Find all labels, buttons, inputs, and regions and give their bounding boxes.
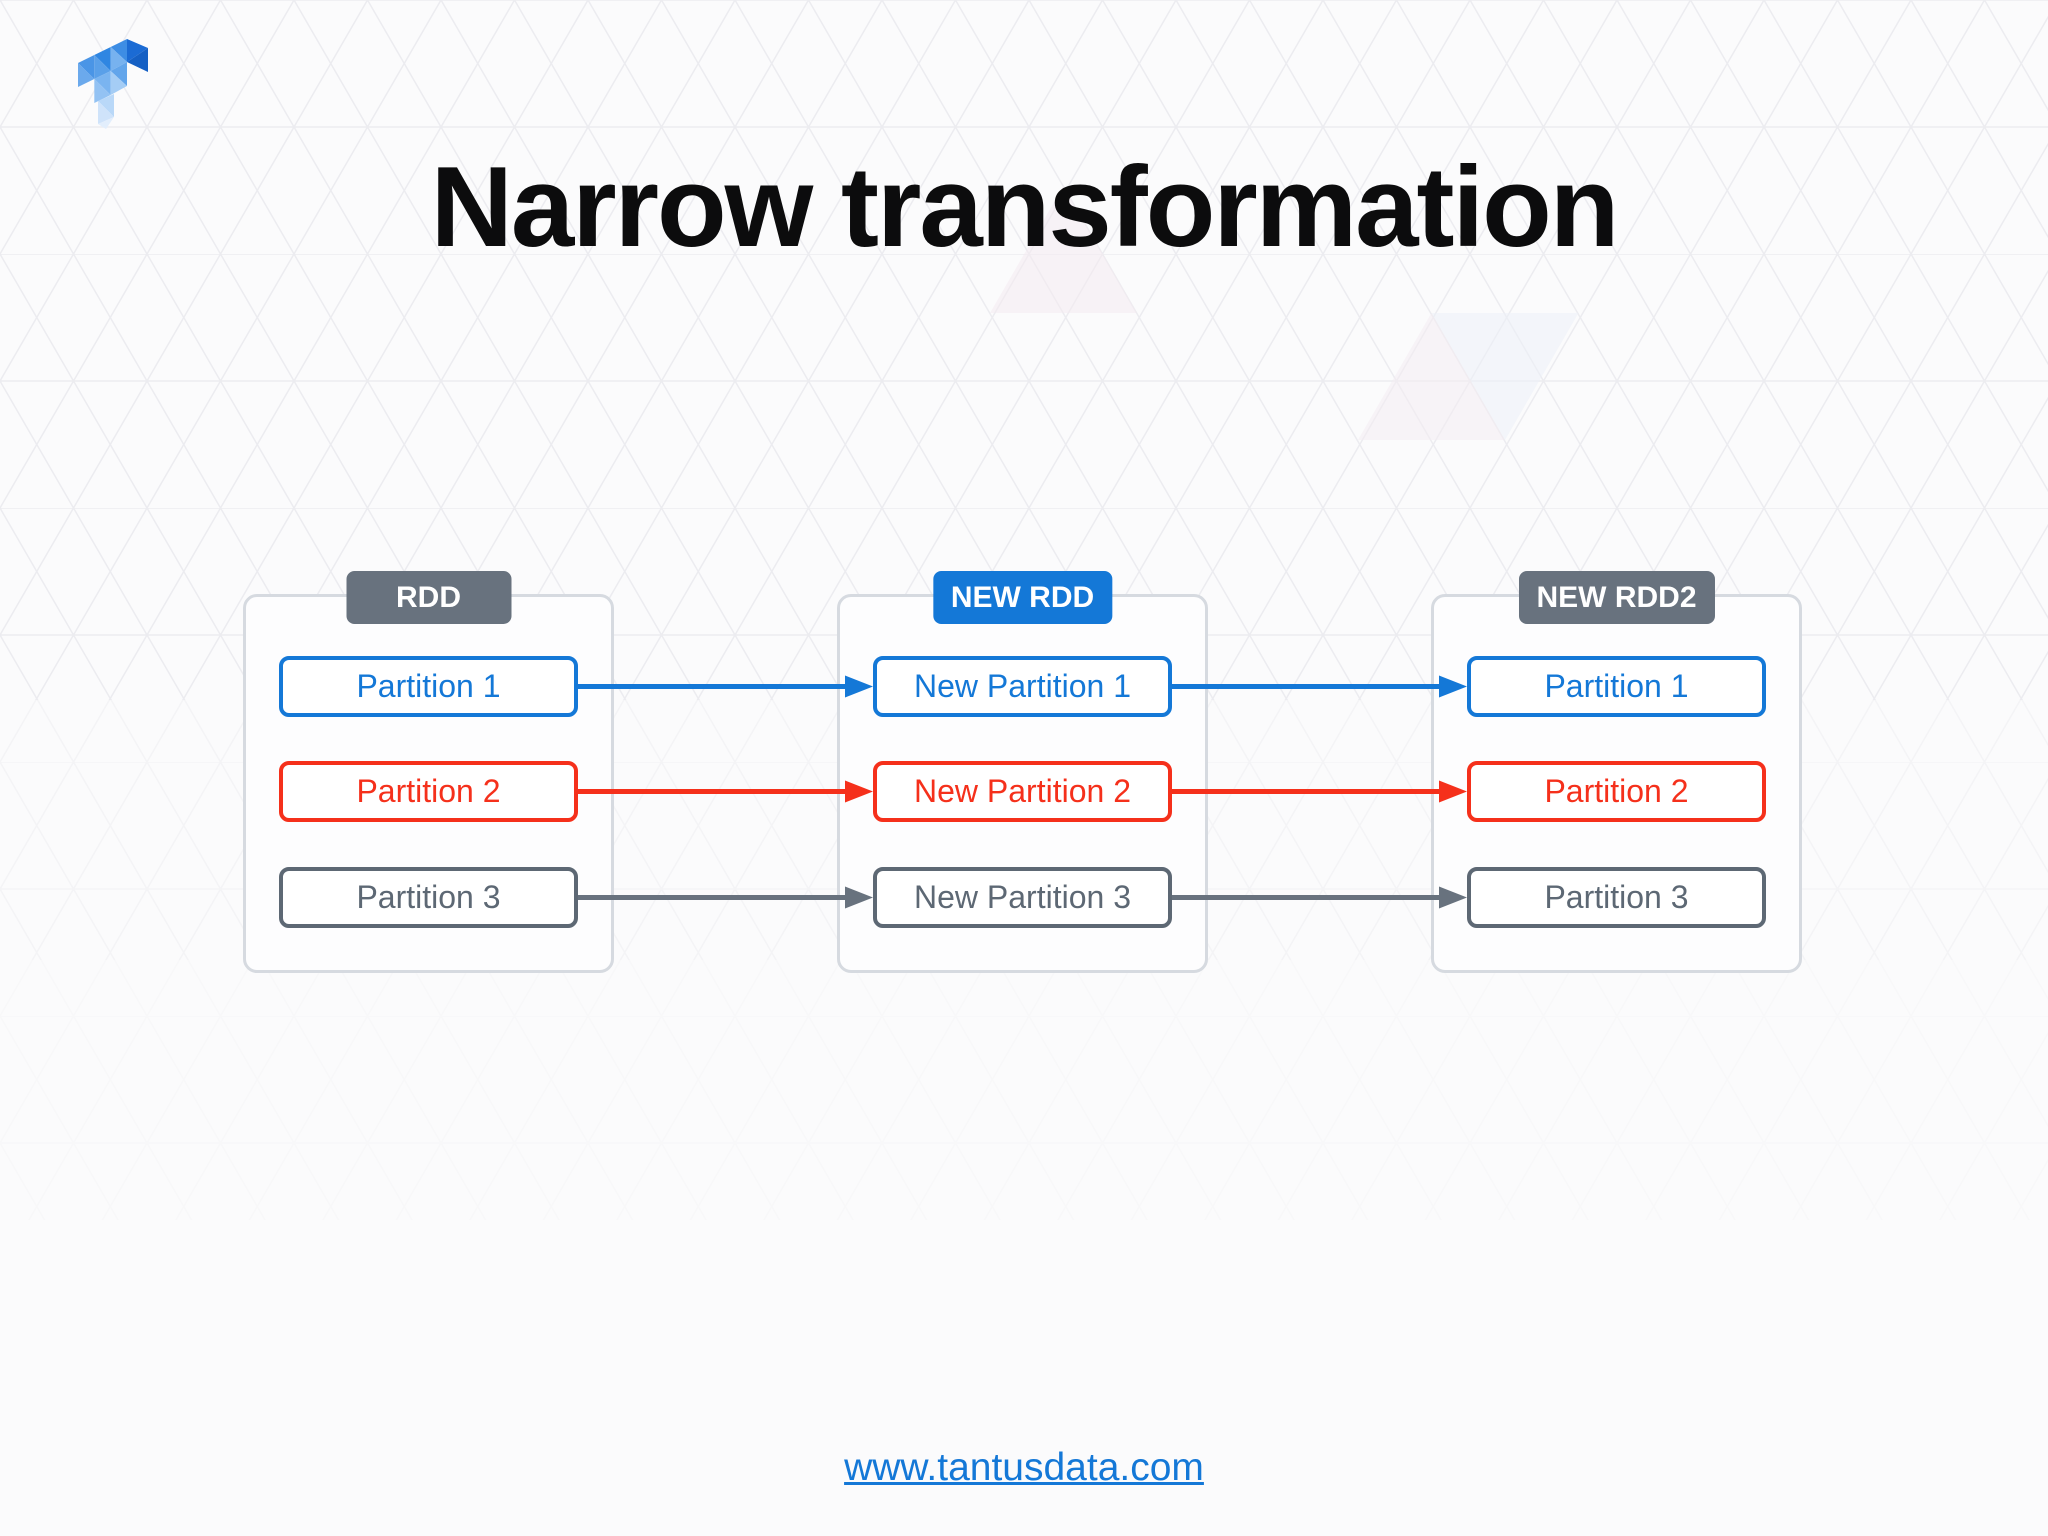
partition-box: Partition 2 bbox=[279, 761, 578, 822]
tantusdata-logo-icon bbox=[78, 39, 148, 129]
partition-box: Partition 3 bbox=[279, 867, 578, 928]
partition-box: Partition 3 bbox=[1467, 867, 1766, 928]
partition-box: Partition 1 bbox=[1467, 656, 1766, 717]
rdd-header-badge: NEW RDD2 bbox=[1518, 571, 1715, 624]
page-title: Narrow transformation bbox=[430, 144, 1620, 271]
footer-link[interactable]: www.tantusdata.com bbox=[844, 1446, 1204, 1489]
rdd-header-badge: NEW RDD bbox=[932, 571, 1113, 624]
partition-box: Partition 2 bbox=[1467, 761, 1766, 822]
partition-box: Partition 1 bbox=[279, 656, 578, 717]
rdd-header-badge: RDD bbox=[346, 571, 511, 624]
partition-box: New Partition 3 bbox=[873, 867, 1172, 928]
footer: www.tantusdata.com bbox=[0, 1446, 2048, 1490]
partition-box: New Partition 1 bbox=[873, 656, 1172, 717]
tinted-triangles bbox=[990, 186, 1579, 440]
partition-box: New Partition 2 bbox=[873, 761, 1172, 822]
